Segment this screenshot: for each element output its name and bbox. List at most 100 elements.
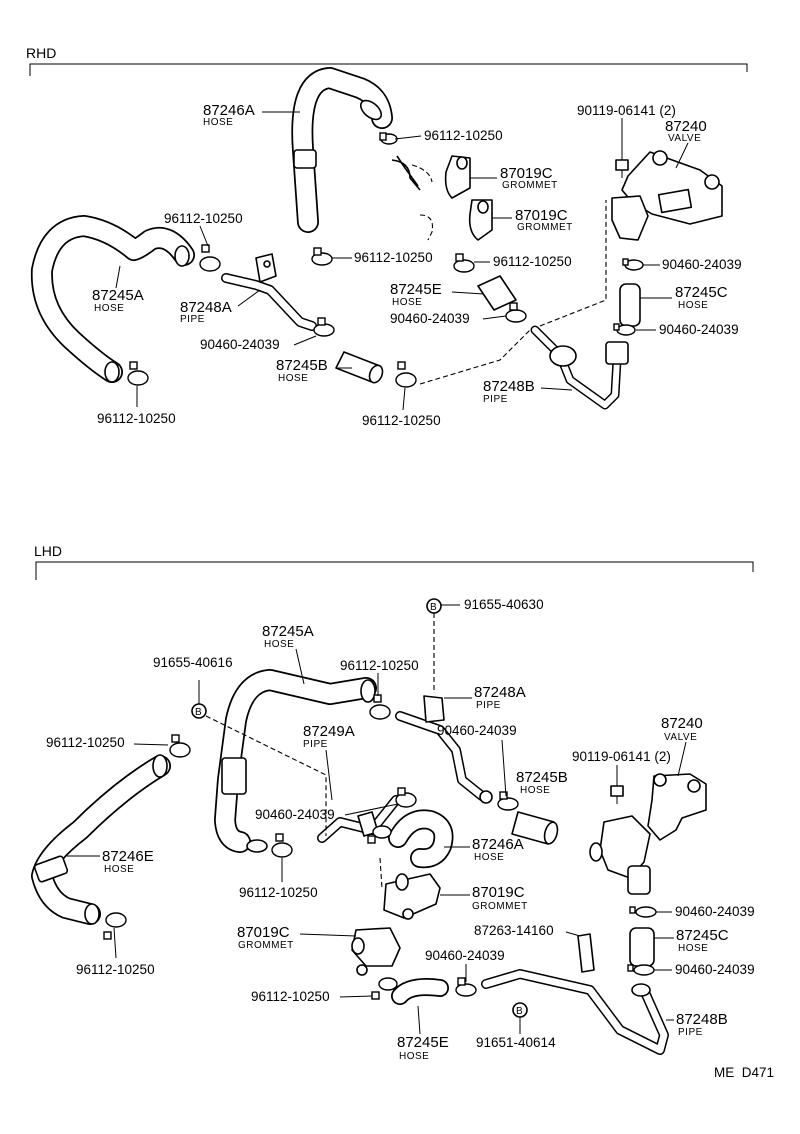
lhd-label-clip-a: 90460-24039: [255, 803, 399, 822]
rhd-clamp-a: [379, 132, 398, 145]
lhd-bolt-b-left-text: 91655-40616: [153, 655, 233, 670]
lhd-label-87245A: 87245A HOSE: [262, 623, 314, 685]
rhd-clamp-e-text: 96112-10250: [97, 411, 176, 426]
lhd-bolt-text: 90119-06141 (2): [572, 749, 671, 764]
lhd-clip-d: [629, 906, 657, 918]
lhd-label-valve: 87240 VALVE: [661, 715, 703, 777]
lhd-clip-a: [395, 787, 417, 808]
lhd-87246A-number: 87246A: [472, 836, 524, 853]
lhd-label-bolt: 90119-06141 (2): [572, 749, 671, 786]
lhd-label-87248B: 87248B PIPE: [666, 1011, 728, 1038]
rhd-clamp-c-text: 96112-10250: [354, 250, 433, 265]
lhd-87249A-desc: PIPE: [303, 739, 328, 750]
rhd-label-clip-c: 90460-24039: [643, 257, 742, 272]
rhd-label-clip-b: 90460-24039: [390, 311, 507, 326]
rhd-label-grommet-2: 87019C GROMMET: [492, 207, 572, 233]
rhd-87245A-desc: HOSE: [94, 303, 124, 314]
rhd-hose-87245A: [30, 215, 195, 383]
lhd-bracket-text: 87263-14160: [474, 923, 554, 938]
rhd-label-clip-d: 90460-24039: [636, 322, 739, 337]
rhd-label-87245C: 87245C HOSE: [640, 284, 728, 311]
lhd-hose-87245A: [214, 669, 377, 853]
rhd-87246A-number: 87246A: [203, 102, 255, 119]
lhd-label-87246A: 87246A HOSE: [444, 836, 524, 863]
rhd-clip-d: [613, 323, 636, 336]
lhd-label-bolt-b-left: 91655-40616: [153, 655, 233, 670]
lhd-clip-c: [455, 977, 477, 997]
lhd-label-87246E: 87246E HOSE: [66, 848, 154, 875]
rhd-87246A-desc: HOSE: [203, 117, 233, 128]
lhd-label-bracket: 87263-14160: [474, 923, 581, 938]
rhd-pipe-87248A: [221, 253, 317, 331]
rhd-87245C-number: 87245C: [675, 284, 728, 301]
lhd-hose-87245C: [629, 927, 655, 967]
rhd-label-valve: 87240 VALVE: [665, 118, 707, 169]
lhd-clamp-left-bottom: [103, 912, 127, 940]
rhd-valve-number: 87240: [665, 118, 707, 135]
lhd-label-87245C: 87245C HOSE: [654, 927, 729, 954]
lhd-87248A-number: 87248A: [474, 684, 526, 701]
rhd-clip-c: [622, 258, 644, 271]
lhd-clamp-e: [371, 977, 398, 1000]
rhd-hose-87245C: [619, 283, 641, 327]
rhd-hose-87245B: [335, 351, 384, 384]
rhd-grommet-2: [468, 199, 493, 241]
rhd-label-clamp-d: 96112-10250: [474, 254, 572, 269]
rhd-87245B-number: 87245B: [276, 357, 328, 374]
rhd-clip-a-text: 90460-24039: [200, 337, 280, 352]
rhd-label-clip-a: 90460-24039: [200, 335, 317, 352]
svg-text:B: B: [195, 707, 202, 718]
rhd-87248A-number: 87248A: [180, 299, 232, 316]
lhd-87246E-desc: HOSE: [104, 864, 134, 875]
lhd-87246A-desc: HOSE: [474, 852, 504, 863]
lhd-clip-e-text: 90460-24039: [675, 962, 755, 977]
lhd-b-marker-bottom: B: [512, 1002, 528, 1034]
lhd-label-bolt-b-top: 91655-40630: [464, 597, 544, 612]
rhd-label-clamp-a: 96112-10250: [394, 128, 503, 143]
rhd-grommet-1-desc: GROMMET: [502, 180, 558, 191]
lhd-bolt-b-top-text: 91655-40630: [464, 597, 544, 612]
rhd-label-87246A: 87246A HOSE: [203, 102, 300, 128]
rhd-label-87245B: 87245B HOSE: [276, 357, 352, 384]
rhd-dash-2: [419, 329, 531, 385]
lhd-grommet-1-number: 87019C: [472, 884, 525, 901]
lhd-clamp-e-text: 96112-10250: [251, 989, 330, 1004]
lhd-frame: LHD: [34, 543, 754, 580]
rhd-clip-d-text: 90460-24039: [659, 322, 739, 337]
rhd-87248B-number: 87248B: [483, 378, 535, 395]
rhd-bolt: [615, 159, 629, 178]
rhd-grommet-1: [444, 155, 471, 199]
rhd-small-hose: [391, 155, 421, 191]
lhd-hose-87246A: [388, 809, 454, 869]
rhd-label-clamp-e: 96112-10250: [97, 386, 176, 426]
lhd-pipe-87248B: [481, 969, 669, 1055]
rhd-valve-87240: [611, 150, 723, 241]
rhd-label-clamp-c: 96112-10250: [332, 250, 433, 265]
lhd-b-marker-top: B: [426, 598, 460, 690]
lhd-label-clip-b: 90460-24039: [437, 723, 517, 797]
rhd-clamp-c: [311, 247, 333, 266]
rhd-87245B-desc: HOSE: [278, 373, 308, 384]
rhd-clamp-e: [127, 361, 149, 386]
rhd-label-clamp-b: 96112-10250: [164, 211, 243, 247]
rhd-clip-b-text: 90460-24039: [390, 311, 470, 326]
lhd-clamp-left-top: [169, 734, 191, 758]
rhd-87245C-desc: HOSE: [678, 300, 708, 311]
lhd-label-87249A: 87249A PIPE: [303, 723, 355, 801]
rhd-frame: RHD: [26, 45, 748, 76]
rhd-grommet-1-number: 87019C: [500, 165, 553, 182]
lhd-valve-87240: [589, 773, 707, 895]
rhd-valve-desc: VALVE: [668, 133, 701, 144]
rhd-87245E-desc: HOSE: [392, 297, 422, 308]
lhd-87245B-desc: HOSE: [520, 785, 550, 796]
lhd-87248B-desc: PIPE: [678, 1027, 703, 1038]
rhd-bolt-text: 90119-06141 (2): [577, 103, 676, 118]
rhd-clamp-f-text: 96112-10250: [362, 413, 441, 428]
rhd-label-grommet-1: 87019C GROMMET: [470, 165, 558, 191]
lhd-valve-desc: VALVE: [664, 732, 697, 743]
lhd-clip-a-text: 90460-24039: [255, 807, 335, 822]
rhd-label-87248A: 87248A PIPE: [180, 289, 261, 325]
rhd-87245E-number: 87245E: [390, 281, 442, 298]
lhd-dash-1: [205, 715, 327, 836]
